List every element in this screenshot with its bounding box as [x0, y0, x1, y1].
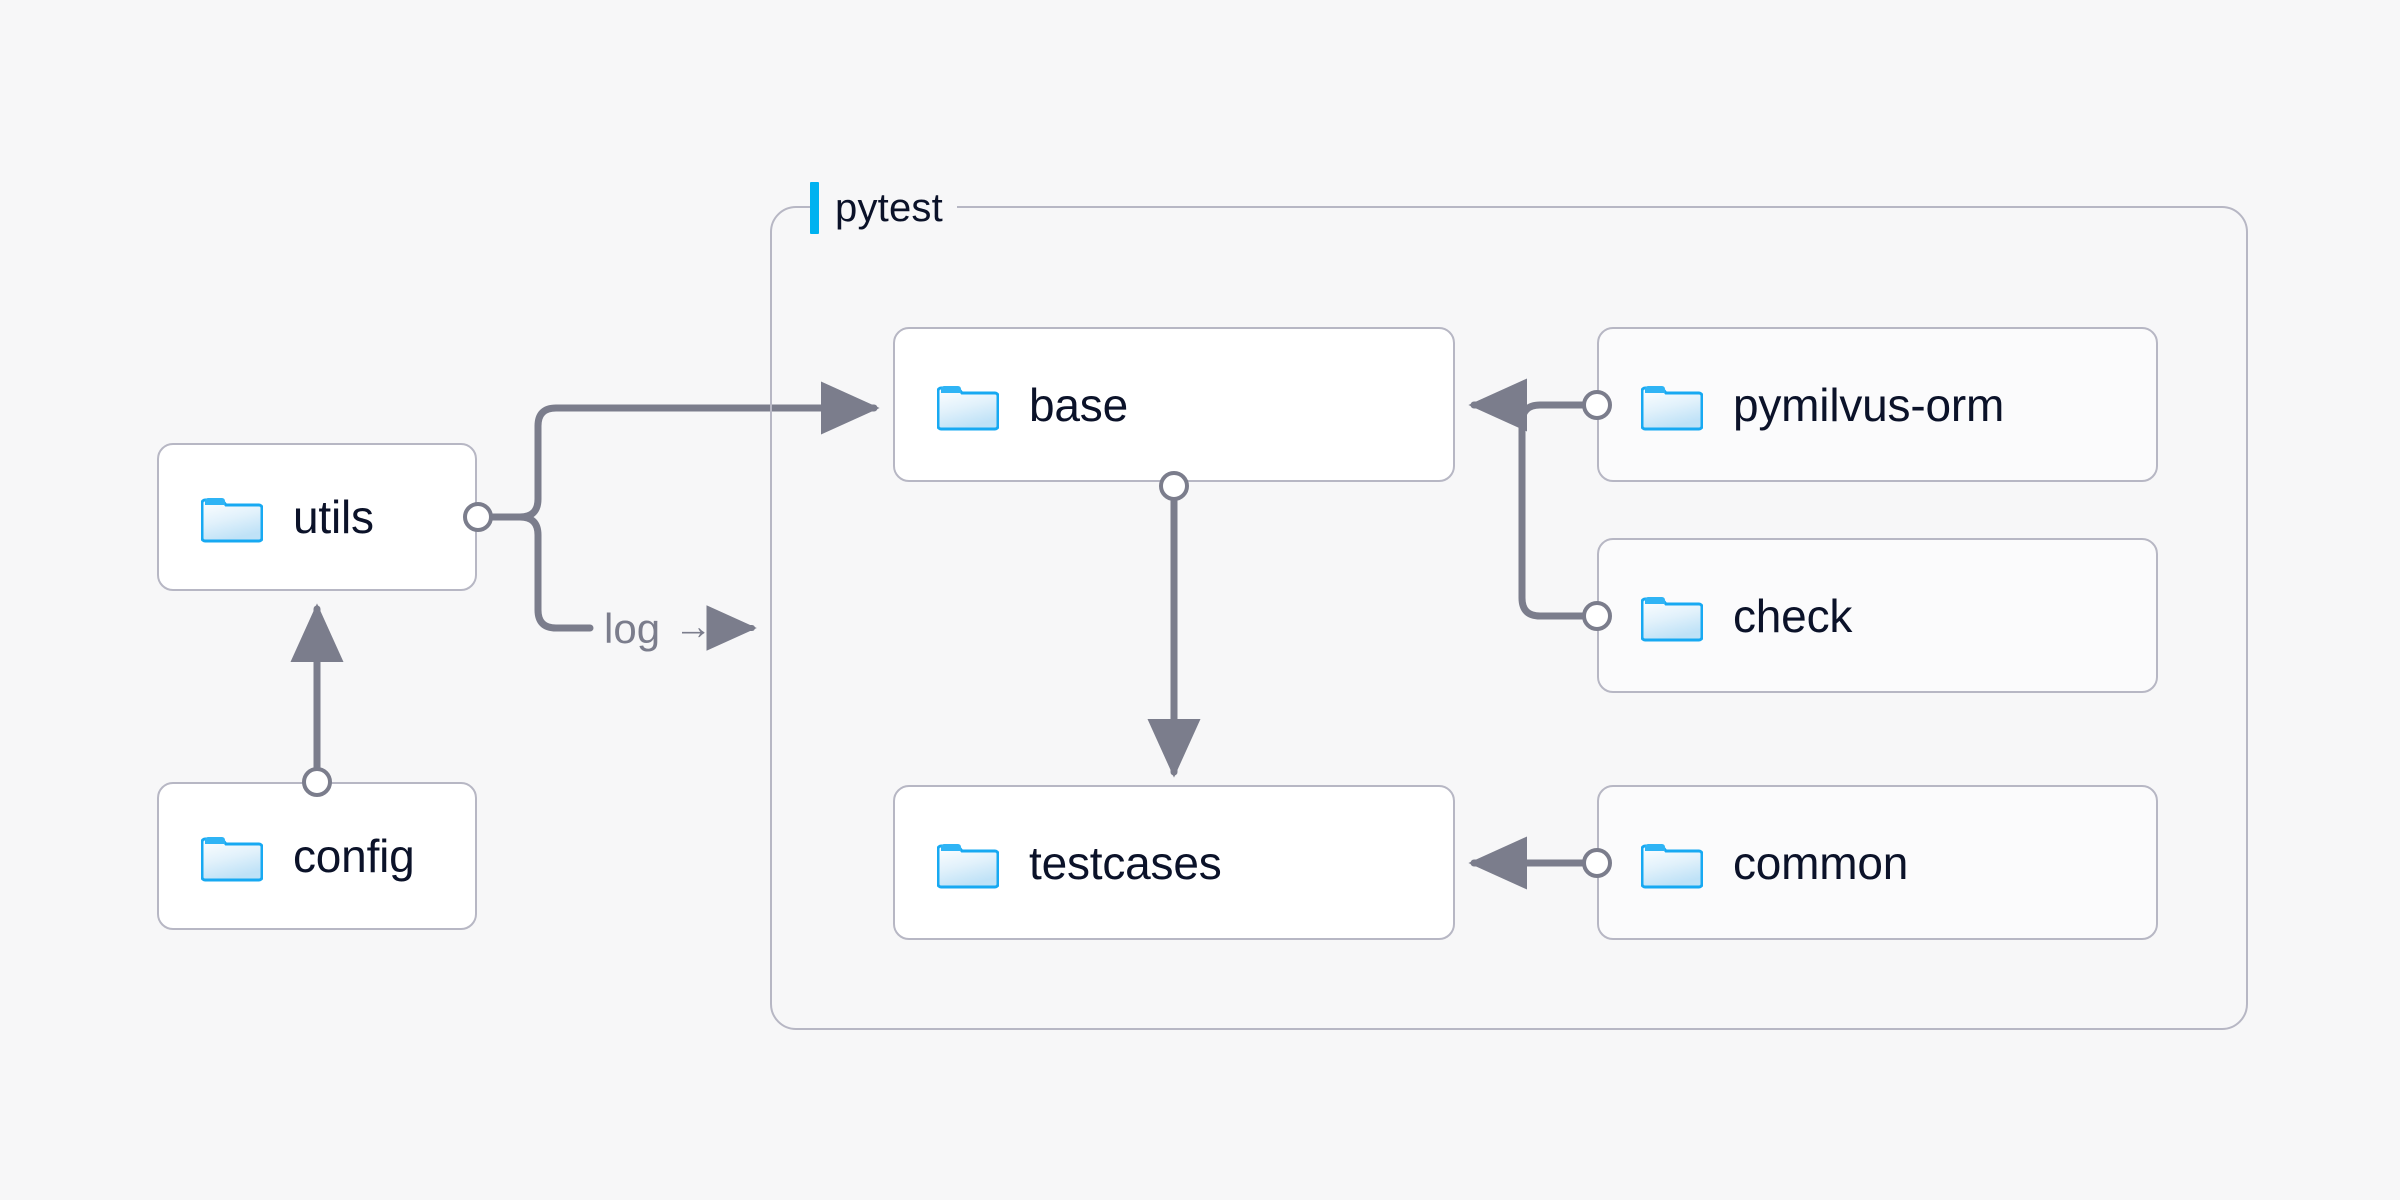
node-common[interactable]: common: [1597, 785, 2158, 940]
edge-label-log: log →: [604, 608, 712, 650]
group-label-pytest[interactable]: pytest: [810, 178, 957, 238]
node-label: utils: [293, 491, 374, 543]
port-config-top[interactable]: [302, 767, 332, 797]
folder-icon: [1641, 843, 1703, 888]
folder-icon: [1641, 596, 1703, 641]
port-base-bottom[interactable]: [1159, 471, 1189, 501]
group-accent-bar: [810, 182, 819, 234]
edge-label-log-text: log: [604, 605, 661, 652]
node-utils[interactable]: utils: [157, 443, 477, 591]
node-testcases[interactable]: testcases: [893, 785, 1455, 940]
folder-icon: [937, 843, 999, 888]
edge-utils-to-log: [489, 513, 594, 632]
node-check[interactable]: check: [1597, 538, 2158, 693]
group-container-pytest[interactable]: [770, 206, 2248, 1030]
port-common-left[interactable]: [1582, 848, 1612, 878]
node-label: pymilvus-orm: [1733, 378, 2005, 431]
port-pymilvus-left[interactable]: [1582, 390, 1612, 420]
node-label: common: [1733, 836, 1909, 889]
folder-icon: [1641, 385, 1703, 430]
arrow-right-icon: →: [674, 606, 713, 648]
node-label: base: [1029, 378, 1128, 431]
node-base[interactable]: base: [893, 327, 1455, 482]
node-config[interactable]: config: [157, 782, 477, 930]
node-pymilvus-orm[interactable]: pymilvus-orm: [1597, 327, 2158, 482]
group-title: pytest: [835, 185, 943, 230]
node-label: check: [1733, 589, 1853, 642]
folder-icon: [201, 498, 263, 543]
port-check-left[interactable]: [1582, 601, 1612, 631]
folder-icon: [937, 385, 999, 430]
port-utils-right[interactable]: [463, 502, 493, 532]
node-label: testcases: [1029, 836, 1222, 889]
folder-icon: [201, 837, 263, 882]
node-label: config: [293, 830, 415, 882]
